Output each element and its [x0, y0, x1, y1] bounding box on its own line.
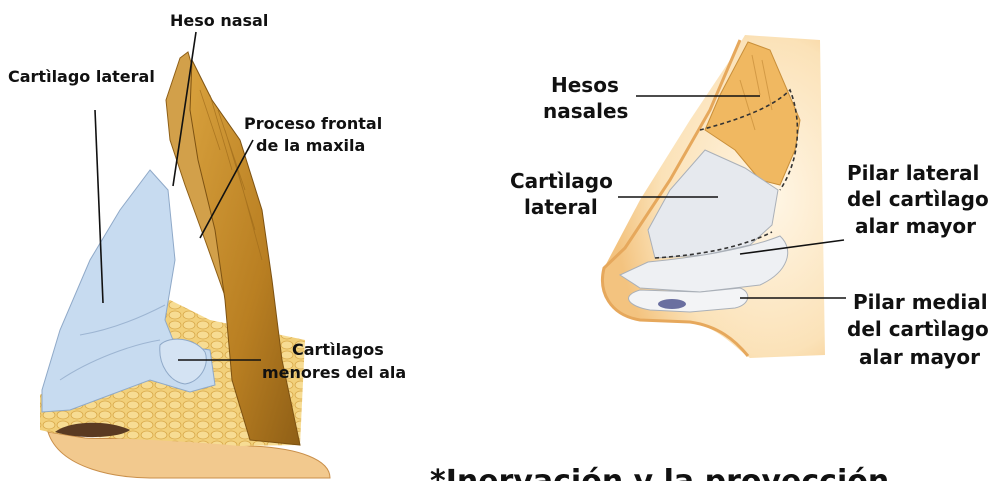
caption-clipped: *Inervación y la proyección — [430, 464, 889, 481]
label-pilar-medial-line3: alar mayor — [859, 345, 980, 369]
label-pilar-medial-line1: Pilar medial — [853, 290, 988, 314]
label-proceso-frontal-line2: de la maxila — [256, 136, 365, 155]
label-hesos-nasales-line2: nasales — [543, 99, 628, 123]
label-cartilago-lateral-right-line1: Cartìlago — [510, 169, 613, 193]
right-nostril — [658, 299, 686, 309]
label-cartilago-lateral-right-line2: lateral — [524, 195, 598, 219]
label-hesos-nasales-line1: Hesos — [551, 73, 619, 97]
caption-text: *Inervación y la proyección — [430, 464, 889, 481]
label-proceso-frontal-line1: Proceso frontal — [244, 114, 382, 133]
label-pilar-lateral-line1: Pilar lateral — [847, 161, 979, 185]
label-pilar-medial-line2: del cartìlago — [847, 317, 989, 341]
label-cartilagos-menores-line2: menores del ala — [262, 363, 406, 382]
label-heso-nasal: Heso nasal — [170, 11, 268, 30]
label-cartilagos-menores-line1: Cartìlagos — [292, 340, 384, 359]
label-pilar-lateral-line2: del cartìlago — [847, 187, 989, 211]
label-cartilago-lateral: Cartìlago lateral — [8, 67, 155, 86]
right-medial-crus — [629, 288, 748, 312]
label-pilar-lateral-line3: alar mayor — [855, 214, 976, 238]
